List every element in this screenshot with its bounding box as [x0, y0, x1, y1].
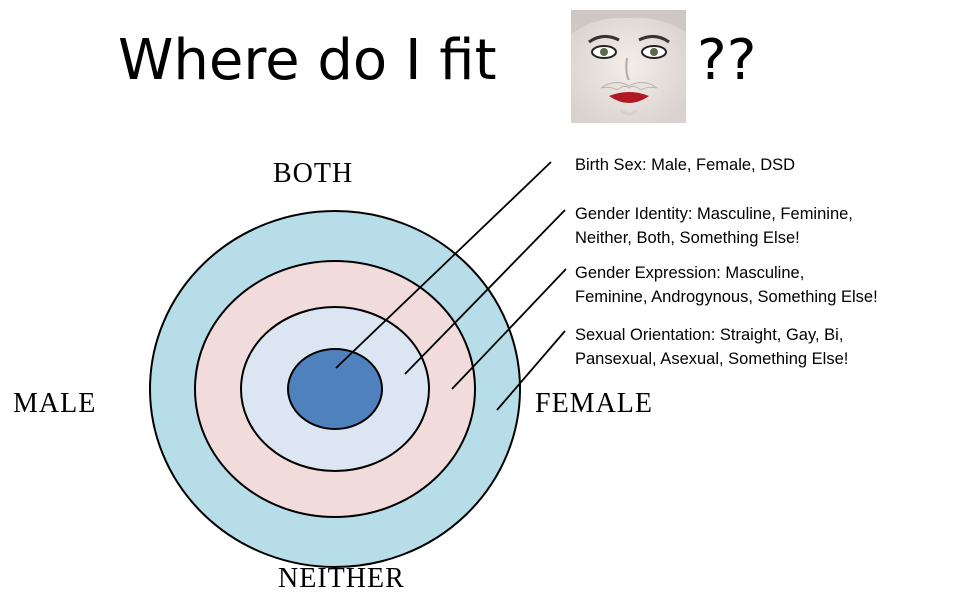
label-both: BOTH	[273, 158, 353, 190]
label-female: FEMALE	[535, 388, 653, 420]
legend-sexual-orientation: Sexual Orientation: Straight, Gay, Bi, P…	[575, 323, 848, 371]
label-neither: NEITHER	[278, 563, 405, 595]
legend-line: Gender Expression: Masculine,	[575, 261, 878, 285]
legend-line: Sexual Orientation: Straight, Gay, Bi,	[575, 323, 848, 347]
legend-gender-identity: Gender Identity: Masculine, Feminine, Ne…	[575, 202, 853, 250]
legend-line: Feminine, Androgynous, Something Else!	[575, 285, 878, 309]
label-male: MALE	[13, 388, 96, 420]
ring-birth-sex	[288, 349, 382, 429]
legend-line: Pansexual, Asexual, Something Else!	[575, 347, 848, 371]
legend-line: Gender Identity: Masculine, Feminine,	[575, 202, 853, 226]
legend-birth-sex: Birth Sex: Male, Female, DSD	[575, 153, 795, 177]
legend-line: Birth Sex: Male, Female, DSD	[575, 153, 795, 177]
legend-gender-expression: Gender Expression: Masculine, Feminine, …	[575, 261, 878, 309]
legend-line: Neither, Both, Something Else!	[575, 226, 853, 250]
